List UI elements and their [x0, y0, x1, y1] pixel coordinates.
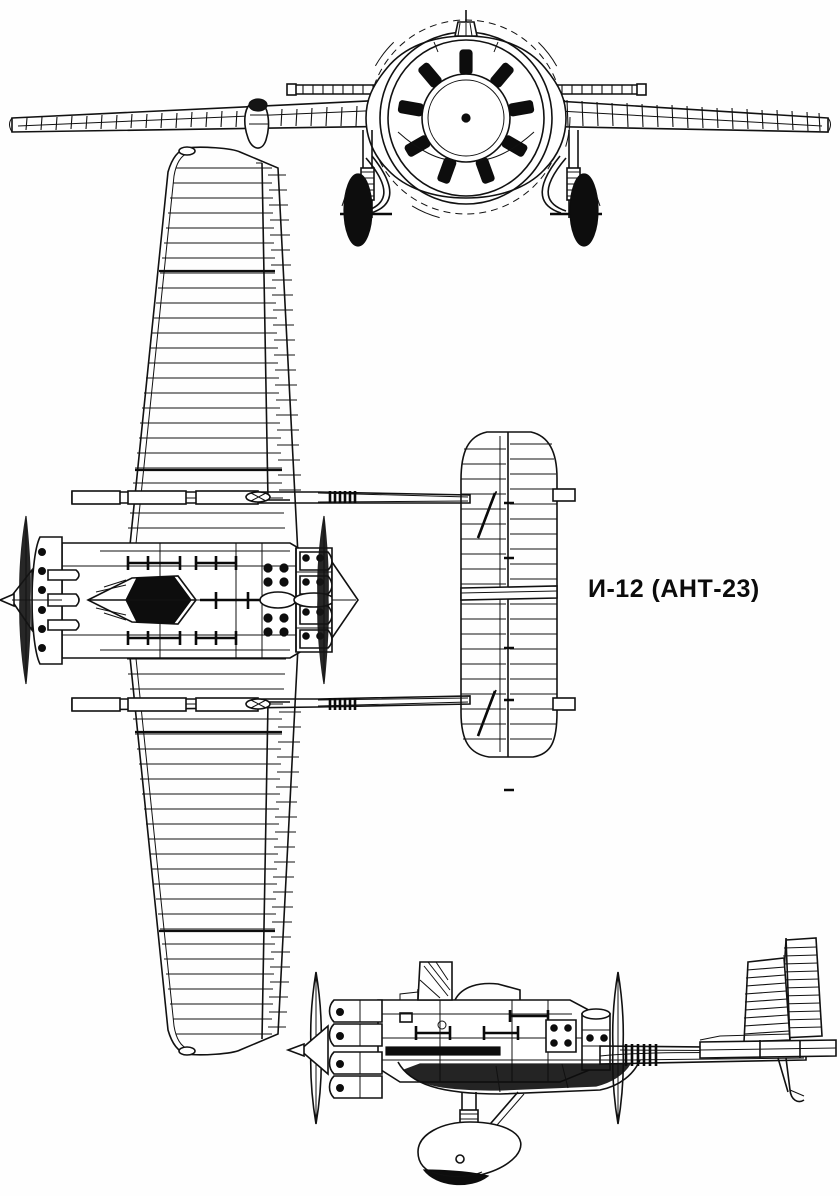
side-far-fin-ribs: [779, 946, 823, 1029]
engine-cylinders: [397, 49, 535, 184]
plan-tail-boom-upper: [71, 490, 471, 505]
plan-horizontal-tail: [460, 431, 576, 792]
side-canopy: [399, 961, 521, 1001]
plan-horizontal-tail-ribs: [461, 448, 506, 740]
side-gun-details: [414, 1010, 550, 1040]
front-right-wheel: [569, 173, 599, 247]
plan-cockpit-opening: [86, 575, 230, 625]
propeller-arc-outer-icon: [361, 12, 571, 222]
side-engine-cylinders: [285, 999, 383, 1099]
side-tailskid: [777, 1057, 805, 1103]
side-pusher-propeller: [611, 971, 625, 1125]
side-view-group: [285, 937, 837, 1186]
front-radial-engine: [365, 21, 567, 205]
side-landing-gear: [417, 1091, 525, 1186]
side-horizontal-stabilizer: [699, 1033, 837, 1059]
front-view-group: [9, 10, 831, 247]
plan-tail-boom-lower: [71, 695, 471, 712]
plan-pusher-propeller: [317, 515, 329, 685]
side-vertical-fins: [743, 937, 823, 1045]
plan-center-port: [259, 591, 297, 609]
plan-rear-engine: [293, 515, 359, 685]
plan-gun-details: [126, 556, 238, 645]
front-left-nacelle: [244, 98, 270, 149]
plan-fuselage-nacelle: [0, 515, 359, 685]
front-left-wheel: [343, 173, 373, 247]
plan-front-engine: [0, 515, 80, 685]
plan-view-group: [0, 146, 576, 1056]
plan-tractor-propeller: [19, 515, 31, 685]
side-aerial-mast: [419, 961, 451, 999]
side-wing-root: [390, 1059, 641, 1095]
aircraft-designation-label: И-12 (АНТ-23): [588, 575, 760, 603]
front-main-wing-left: [9, 98, 411, 133]
side-near-fin-ribs: [743, 966, 790, 1035]
front-landing-gear: [340, 130, 602, 247]
plan-rear-equipment-dots: [263, 563, 289, 637]
plan-tail-booms: [71, 490, 471, 712]
